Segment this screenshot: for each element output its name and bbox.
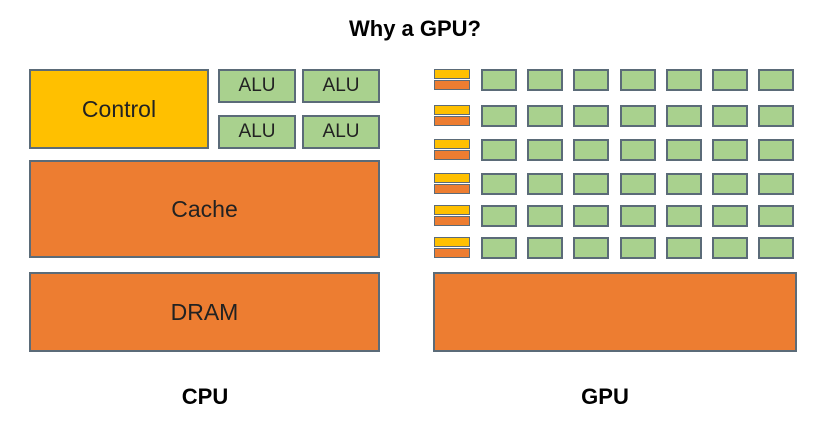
gpu-alu-cell — [758, 205, 795, 227]
gpu-alu-cell — [481, 237, 517, 259]
gpu-alu-cell — [527, 69, 564, 91]
gpu-alu-cell — [527, 139, 564, 161]
gpu-alu-cell — [573, 237, 610, 259]
gpu-alu-cell — [758, 105, 795, 127]
gpu-cache-unit — [434, 80, 470, 90]
gpu-alu-cell — [665, 105, 702, 127]
gpu-caption: GPU — [581, 384, 629, 409]
gpu-alu-cell — [573, 173, 610, 195]
gpu-alu-cell — [758, 69, 795, 91]
gpu-alu-cell — [758, 237, 795, 259]
gpu-alu-cell — [619, 139, 656, 161]
cpu-cache-label: Cache — [171, 195, 238, 222]
gpu-control-unit — [434, 69, 470, 79]
gpu-alu-cell — [573, 205, 610, 227]
gpu-cache-unit — [434, 184, 470, 194]
gpu-alu-cell — [619, 69, 656, 91]
gpu-cache-unit — [434, 216, 470, 226]
gpu-alu-cell — [712, 139, 748, 161]
cpu-alu-label: ALU — [322, 121, 360, 142]
cpu-caption: CPU — [181, 384, 229, 409]
cpu-alu-1: ALU — [218, 69, 296, 103]
gpu-cache-unit — [434, 248, 470, 258]
gpu-alu-cell — [712, 105, 748, 127]
gpu-alu-cell — [481, 139, 517, 161]
cpu-control-block: Control — [29, 69, 209, 149]
cpu-cache-block: Cache — [29, 160, 380, 258]
gpu-alu-cell — [481, 105, 517, 127]
gpu-alu-cell — [619, 173, 656, 195]
gpu-alu-cell — [712, 205, 748, 227]
cpu-alu-4: ALU — [302, 115, 380, 149]
gpu-control-unit — [434, 139, 470, 149]
gpu-dram-block — [433, 272, 797, 352]
cpu-dram-label: DRAM — [170, 298, 239, 325]
gpu-cache-unit — [434, 116, 470, 126]
gpu-alu-cell — [619, 105, 656, 127]
cpu-alu-3: ALU — [218, 115, 296, 149]
gpu-control-unit — [434, 237, 470, 247]
gpu-alu-cell — [665, 69, 702, 91]
gpu-alu-cell — [712, 173, 748, 195]
gpu-alu-cell — [758, 139, 795, 161]
gpu-alu-cell — [665, 139, 702, 161]
gpu-alu-cell — [527, 105, 564, 127]
gpu-control-unit — [434, 205, 470, 215]
gpu-control-unit — [434, 105, 470, 115]
cpu-control-label: Control — [81, 95, 157, 122]
cpu-alu-label: ALU — [322, 75, 360, 96]
diagram-title: Why a GPU? — [348, 16, 481, 41]
cpu-dram-block: DRAM — [29, 272, 380, 352]
gpu-alu-cell — [619, 205, 656, 227]
cpu-alu-2: ALU — [302, 69, 380, 103]
gpu-alu-cell — [573, 69, 610, 91]
gpu-alu-cell — [758, 173, 795, 195]
gpu-alu-cell — [573, 139, 610, 161]
gpu-alu-cell — [712, 69, 748, 91]
gpu-alu-cell — [573, 105, 610, 127]
gpu-alu-cell — [527, 205, 564, 227]
gpu-alu-cell — [665, 173, 702, 195]
gpu-cache-unit — [434, 150, 470, 160]
gpu-alu-cell — [481, 205, 517, 227]
gpu-alu-cell — [481, 69, 517, 91]
gpu-alu-cell — [619, 237, 656, 259]
gpu-alu-cell — [481, 173, 517, 195]
gpu-alu-cell — [712, 237, 748, 259]
gpu-alu-cell — [527, 237, 564, 259]
gpu-alu-cell — [665, 205, 702, 227]
gpu-alu-cell — [527, 173, 564, 195]
gpu-control-unit — [434, 173, 470, 183]
gpu-alu-cell — [665, 237, 702, 259]
cpu-alu-label: ALU — [238, 75, 276, 96]
cpu-alu-label: ALU — [238, 121, 276, 142]
